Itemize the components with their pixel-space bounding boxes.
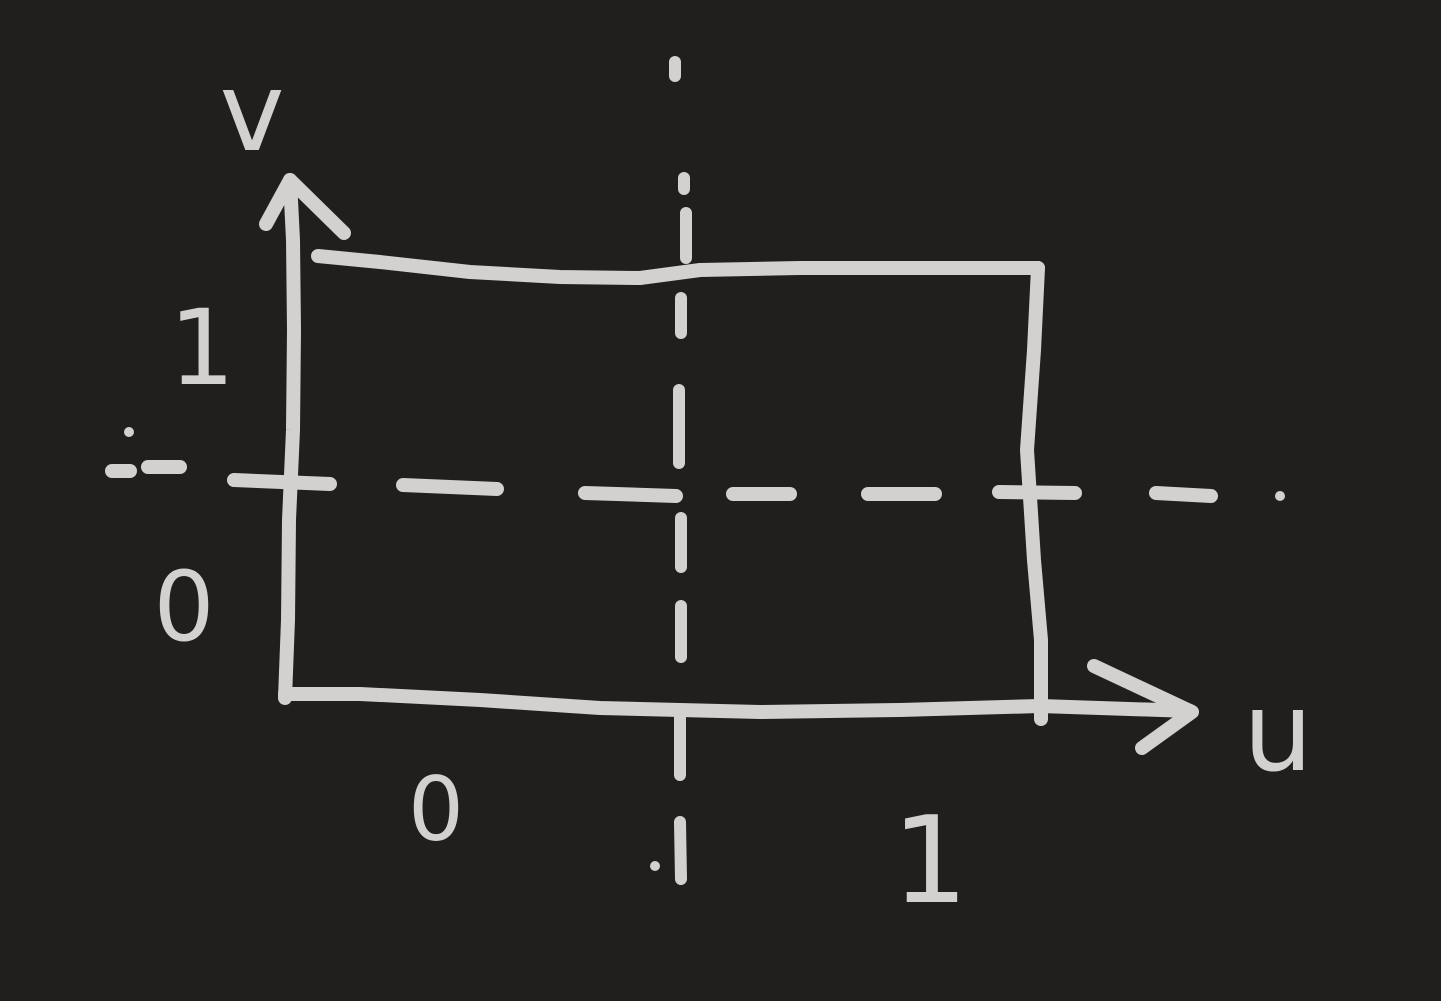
cell-label-bottom-left: 0: [153, 551, 214, 663]
region-right-edge: [1020, 261, 1048, 726]
divider-dash: [992, 485, 1082, 500]
divider-dot: [1275, 491, 1285, 501]
u-axis: [278, 659, 1199, 755]
divider-dash: [1149, 486, 1218, 503]
divider-dash: [227, 473, 337, 491]
labels: v u 1 0 0 1: [153, 48, 1312, 931]
v-axis-label: v: [219, 48, 284, 176]
cell-label-top-left: 1: [169, 287, 235, 409]
cell-label-bottom-right: 1: [892, 792, 968, 931]
vertical-dashdot-divider: [650, 56, 692, 885]
divider-dot: [650, 861, 660, 871]
unit-square-region: [311, 249, 1048, 726]
divider-dash: [674, 816, 687, 885]
divider-dash: [396, 478, 504, 496]
v-axis-line: [278, 173, 301, 705]
divider-dash: [578, 486, 683, 503]
v-axis-arrowhead: [259, 173, 351, 240]
region-top-edge: [311, 249, 1045, 285]
u-axis-line: [278, 687, 1197, 719]
u-axis-label: u: [1243, 668, 1313, 796]
horizontal-dashed-divider: [105, 427, 1285, 503]
u-axis-arrowhead: [1087, 659, 1199, 755]
cell-label-bottom-middle: 0: [408, 758, 464, 861]
v-axis: [259, 173, 351, 705]
divider-dot: [124, 427, 134, 437]
